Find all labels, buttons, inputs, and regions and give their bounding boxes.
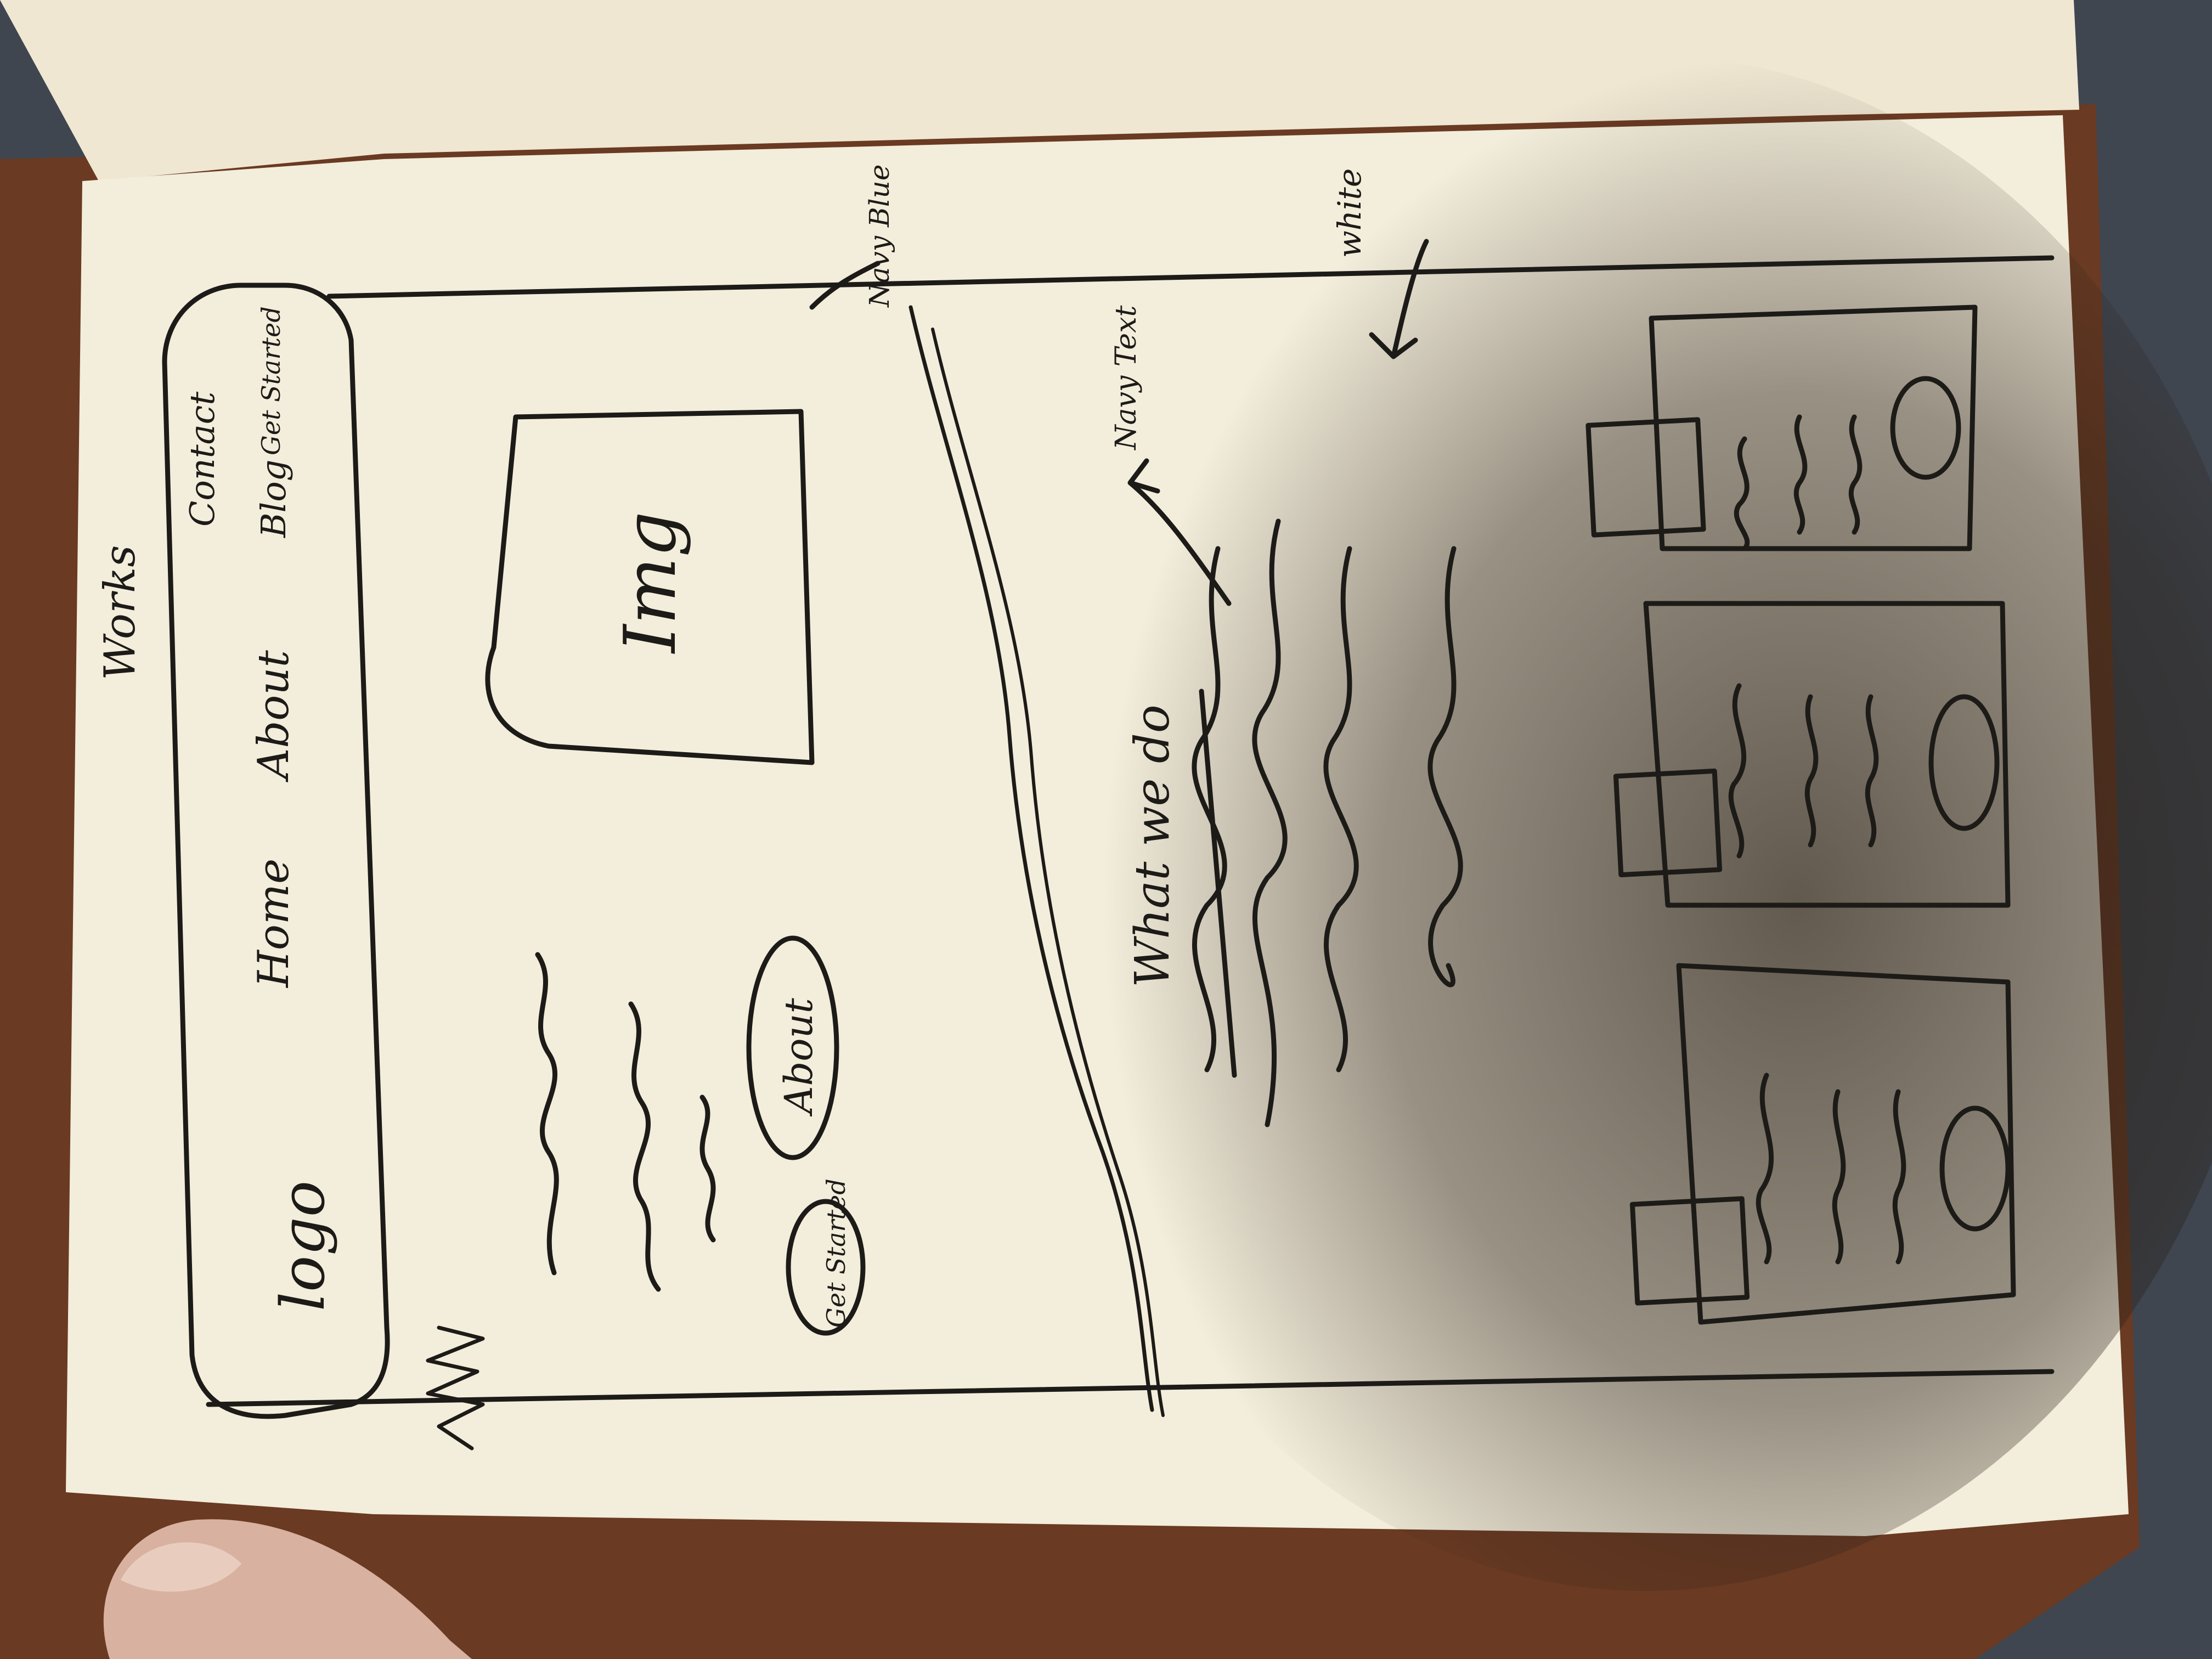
margin-scribble xyxy=(426,1325,485,1451)
card-3-text-3 xyxy=(1892,1089,1906,1265)
card-3-text xyxy=(1756,1073,1774,1265)
thumb-nail xyxy=(121,1542,241,1592)
section-text-lines-2 xyxy=(1252,518,1288,1127)
card-3-text-2 xyxy=(1832,1089,1846,1265)
hero-image-label: Img xyxy=(608,511,692,654)
section-text-lines-3 xyxy=(1323,546,1359,1073)
hero-get-started-button xyxy=(786,1199,866,1336)
nav-cta-label: Get Started xyxy=(256,306,286,455)
hero-text-lines-2 xyxy=(628,1001,661,1292)
navbar-box xyxy=(162,283,390,1419)
nav-item-works: Works xyxy=(95,545,145,680)
nav-item-home: Home xyxy=(249,859,298,989)
frame-right-line xyxy=(326,255,2055,299)
card-1-box xyxy=(1649,304,1978,551)
hand-shadow xyxy=(1015,55,2212,1591)
card-2-text xyxy=(1728,683,1746,859)
logo-label: logo xyxy=(268,1181,338,1311)
card-3-icon xyxy=(1629,1196,1750,1306)
card-1-icon xyxy=(1585,417,1706,538)
navy-text-arrow xyxy=(1127,458,1232,606)
hero-button-get-started-label: Get Started xyxy=(821,1178,851,1328)
sketch-labels: logo Home About Works Blog Contact Get S… xyxy=(95,165,1368,1328)
previous-page xyxy=(0,0,2079,181)
card-2-box xyxy=(1643,601,2011,908)
white-arrow xyxy=(1369,239,1429,359)
section-heading: What we do xyxy=(1125,704,1180,988)
card-2-text-3 xyxy=(1865,694,1879,848)
card-1-text-2 xyxy=(1793,414,1808,535)
hero-about-button xyxy=(746,935,839,1160)
hero-button-about-label: About xyxy=(776,997,821,1117)
nav-item-about: About xyxy=(249,650,298,782)
card-2-text-2 xyxy=(1804,694,1819,848)
hero-image-box xyxy=(485,409,815,765)
annotation-navy-blue: Navy Blue xyxy=(864,165,895,308)
nav-item-contact: Contact xyxy=(182,392,222,527)
annotation-white: white xyxy=(1331,168,1368,258)
nav-item-blog: Blog xyxy=(253,460,294,538)
section-divider-2 xyxy=(931,328,1165,1417)
hero-text-lines xyxy=(535,952,559,1276)
navy-blue-arrow xyxy=(809,261,881,310)
card-1-button xyxy=(1890,376,1961,480)
section-text-lines-4 xyxy=(1427,546,1463,988)
section-divider xyxy=(909,305,1154,1412)
card-2-icon xyxy=(1613,768,1723,878)
card-1-text-3 xyxy=(1848,414,1863,535)
annotation-navy-text: Navy Text xyxy=(1110,305,1143,451)
card-2-button xyxy=(1928,694,2000,831)
hero-text-lines-3 xyxy=(699,1094,716,1243)
frame-top-line xyxy=(206,1369,2055,1407)
card-3-button xyxy=(1939,1105,2011,1232)
section-heading-underline xyxy=(1199,689,1237,1078)
wireframe-sketch xyxy=(162,239,2055,1451)
card-1-text xyxy=(1734,436,1750,551)
